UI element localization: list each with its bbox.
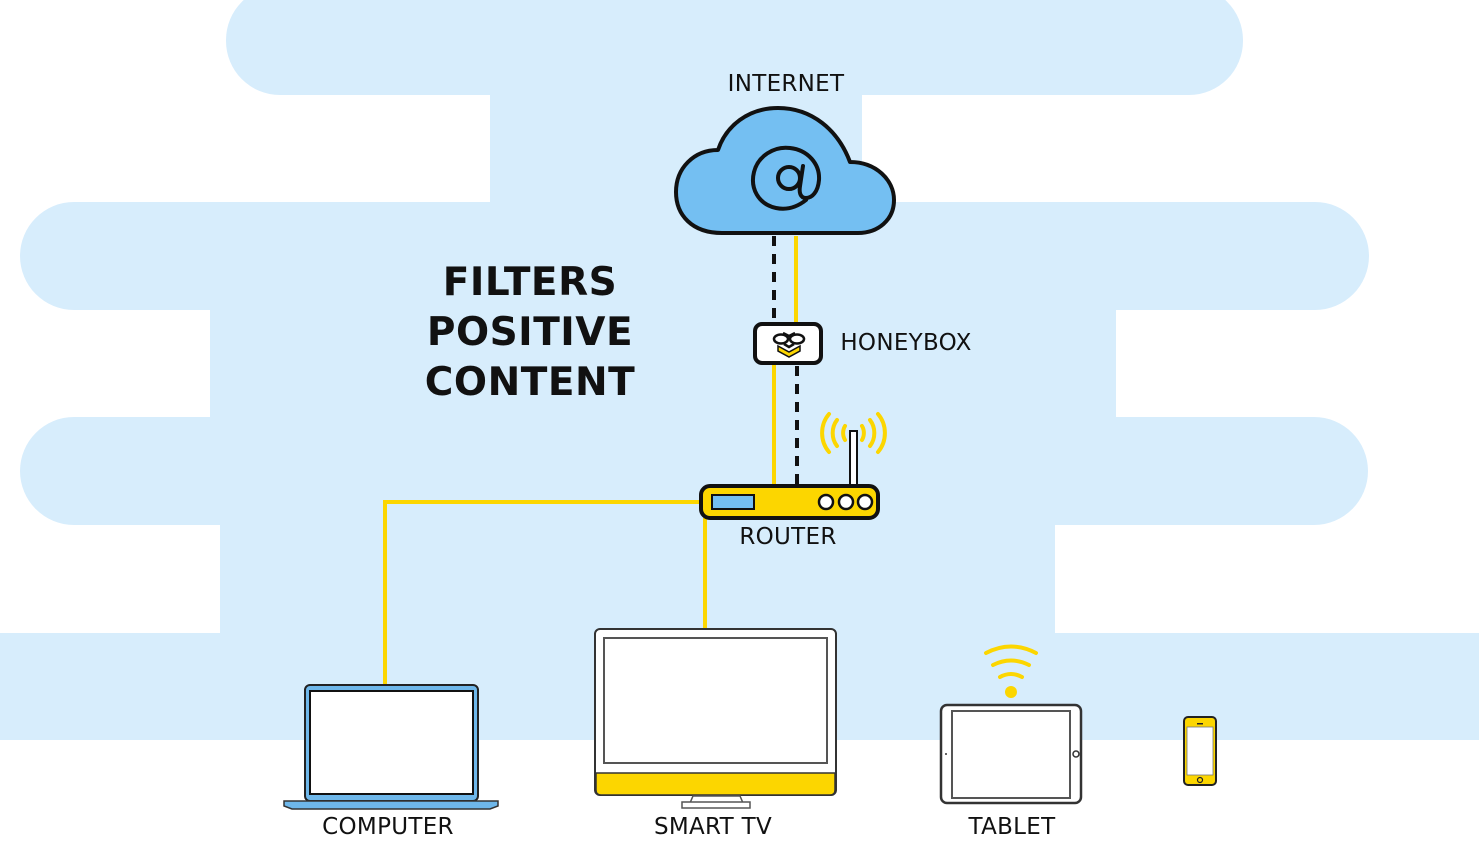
headline-line: POSITIVE	[426, 310, 634, 355]
tablet-home-button	[1072, 750, 1080, 758]
laptop-screen	[309, 690, 474, 795]
tablet-camera	[945, 753, 947, 755]
honeybox-device[interactable]	[753, 322, 823, 365]
inset-right-1	[862, 95, 1479, 202]
line-router-computer	[383, 500, 702, 686]
router-light	[817, 493, 835, 511]
computer-label: COMPUTER	[322, 814, 454, 840]
phone-speaker	[1197, 723, 1203, 725]
headline-line: FILTERS	[442, 260, 618, 305]
tv-stand-base	[681, 801, 751, 809]
inset-right-2	[1116, 310, 1479, 417]
headline-line: CONTENT	[424, 360, 636, 405]
tv-bottom-bar	[595, 772, 836, 796]
router-light	[856, 493, 874, 511]
laptop-base	[283, 800, 499, 810]
phone-screen	[1186, 726, 1214, 776]
router-device[interactable]	[699, 412, 887, 520]
wifi-signal-icon	[820, 412, 887, 454]
tablet-device[interactable]	[939, 644, 1083, 805]
phone-device[interactable]	[1183, 716, 1217, 786]
smart-tv-label: SMART TV	[653, 814, 773, 840]
inset-left-2	[0, 310, 210, 417]
connections	[383, 236, 799, 686]
headline: FILTERS POSITIVE CONTENT	[425, 258, 635, 408]
internet-cloud[interactable]	[674, 106, 896, 235]
bee-icon	[772, 331, 806, 358]
at-sign-icon	[751, 145, 822, 211]
inset-right-3	[1055, 525, 1479, 633]
phone-home-button	[1196, 776, 1204, 784]
internet-label: INTERNET	[727, 71, 845, 97]
inset-left-1	[0, 95, 490, 202]
router-light	[837, 493, 855, 511]
cloud-icon	[674, 106, 896, 235]
computer-device[interactable]	[283, 684, 499, 810]
inset-left-3	[0, 525, 220, 633]
honeybox-box	[753, 322, 823, 365]
band-2-fill	[210, 250, 1116, 440]
honeybox-label: HONEYBOX	[840, 330, 972, 356]
smart-tv-device[interactable]	[594, 628, 837, 809]
tablet-screen	[951, 710, 1071, 799]
router-label: ROUTER	[739, 524, 837, 550]
tv-screen	[603, 637, 828, 764]
tablet-label: TABLET	[968, 814, 1056, 840]
router-display	[711, 494, 755, 510]
router-antenna	[849, 430, 858, 488]
background-insets	[0, 95, 1479, 633]
wifi-dot	[1005, 686, 1017, 698]
wifi-icon	[984, 644, 1038, 679]
